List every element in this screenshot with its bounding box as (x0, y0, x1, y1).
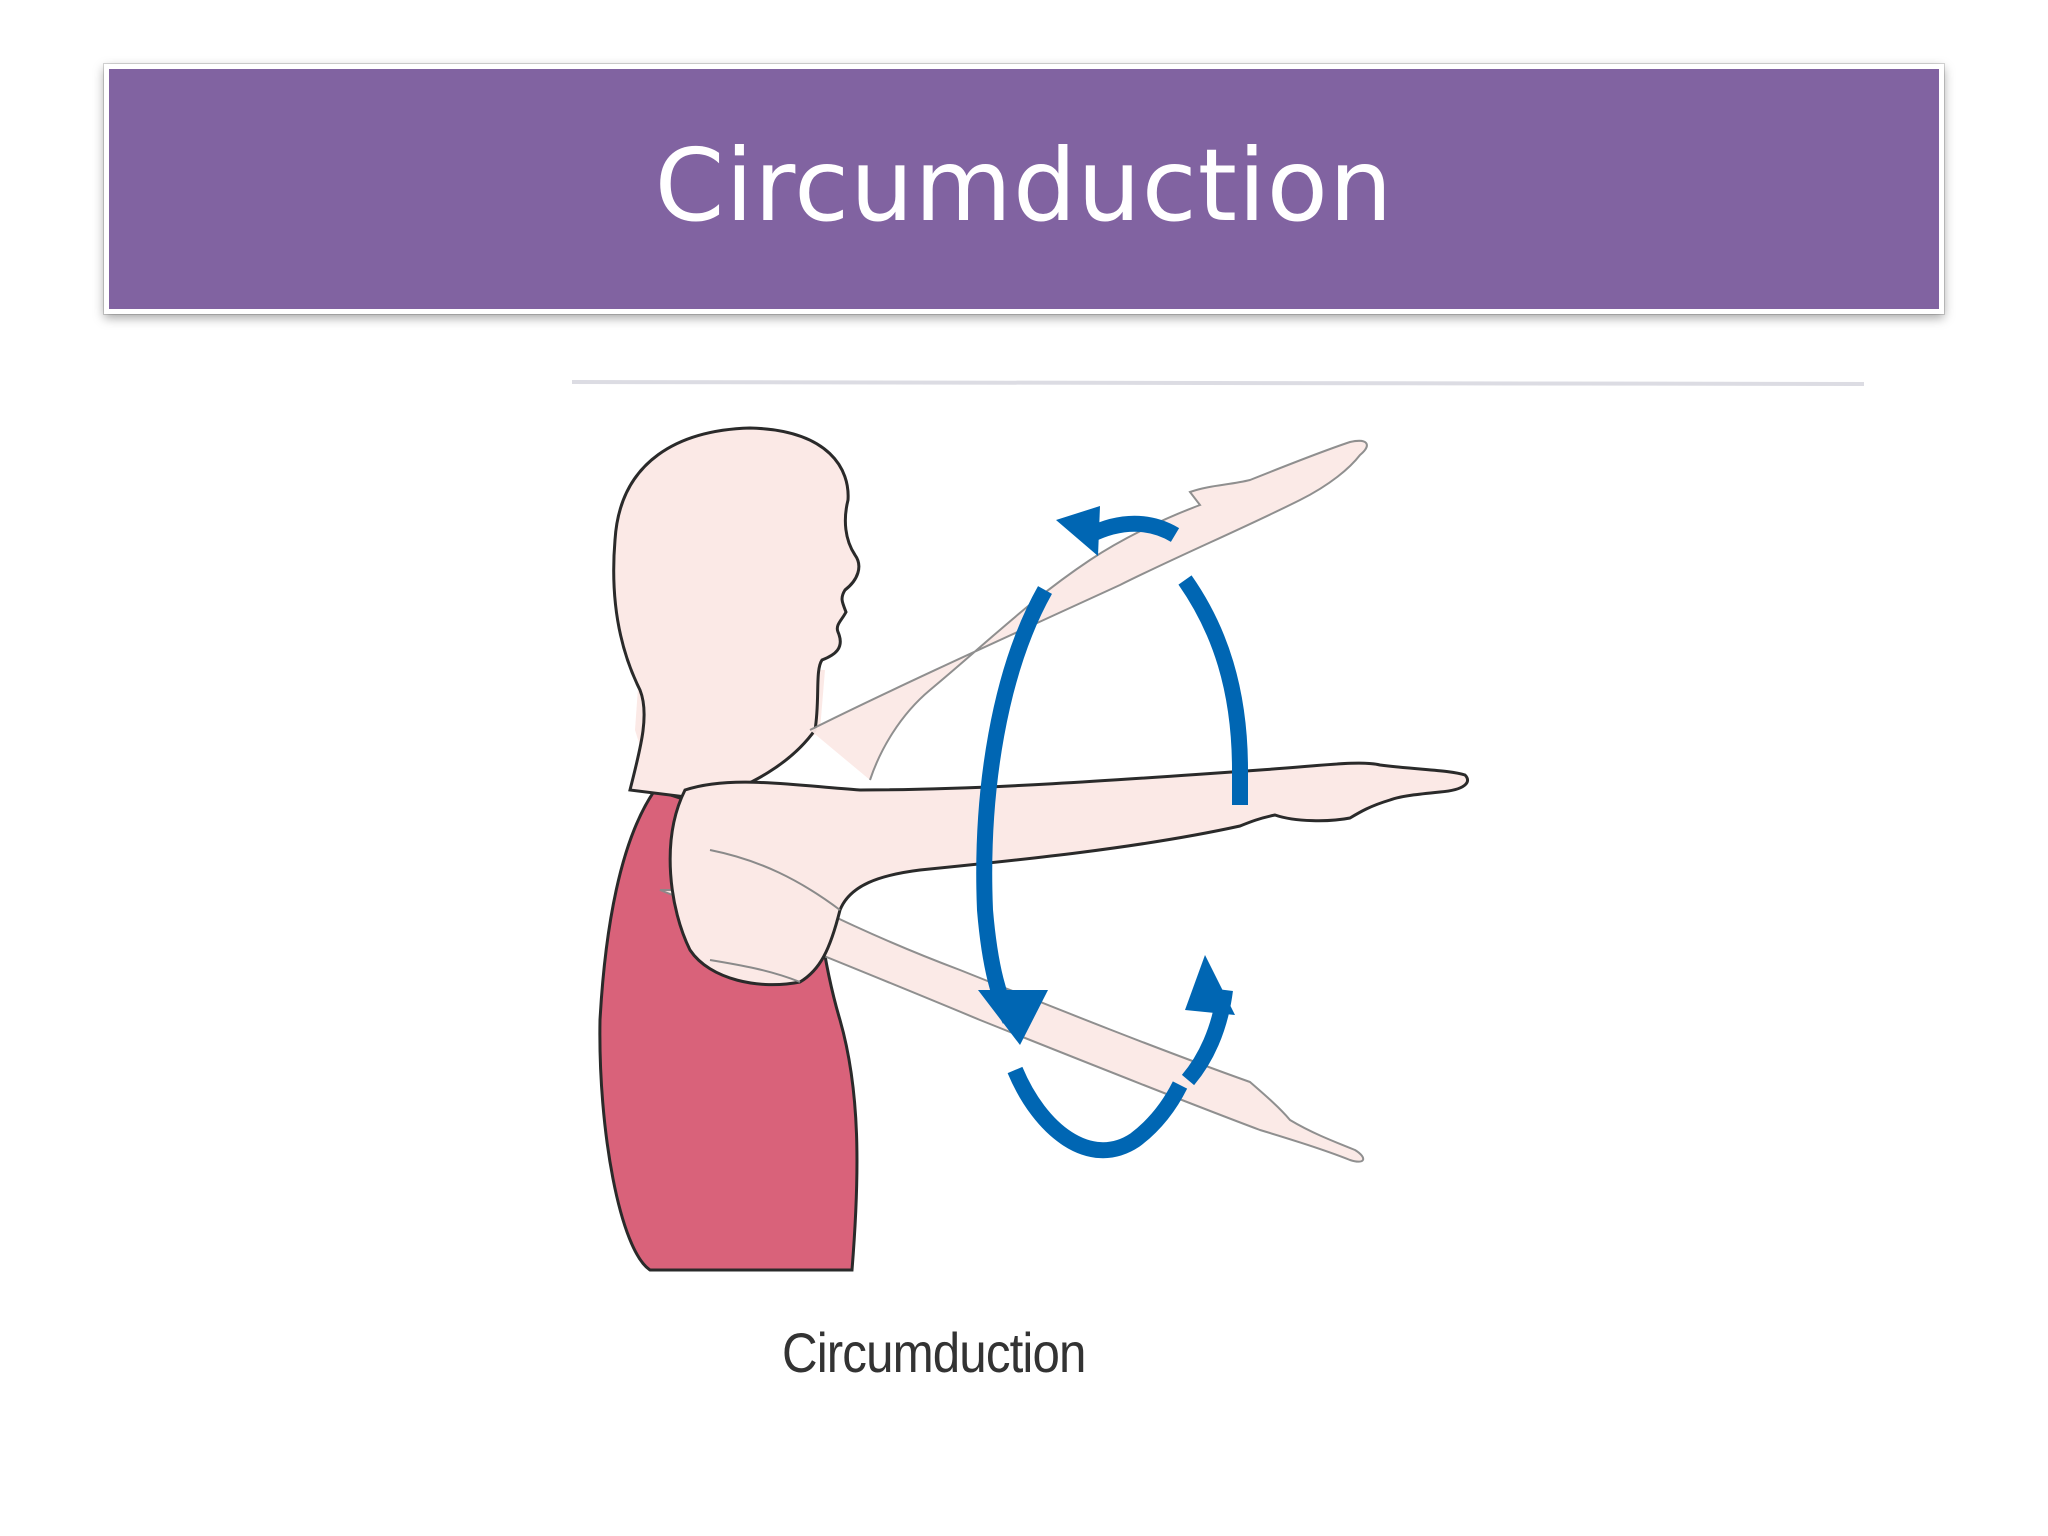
arrow-arc-right-upper (1178, 575, 1248, 805)
arrow-head-left (1056, 506, 1100, 556)
slide-title: Circumduction (654, 127, 1394, 244)
head (612, 426, 861, 802)
arrow-arc-bottom (1007, 1066, 1188, 1159)
arrow-arc-top (1086, 515, 1180, 543)
figure-caption: Circumduction (782, 1321, 1086, 1384)
armpit-line (709, 849, 841, 911)
figure-top-border (571, 380, 1865, 386)
title-bar: Circumduction (104, 64, 1944, 314)
arm-raised (809, 439, 1368, 781)
arrow-arc-left (976, 586, 1052, 1024)
arm-horizontal (668, 761, 1470, 987)
arrow-head-down (978, 990, 1048, 1045)
circumduction-figure (560, 370, 1880, 1410)
circumduction-illustration (571, 380, 1865, 1272)
arrow-head-up (1185, 955, 1235, 1015)
armpit-line-2 (709, 959, 801, 983)
